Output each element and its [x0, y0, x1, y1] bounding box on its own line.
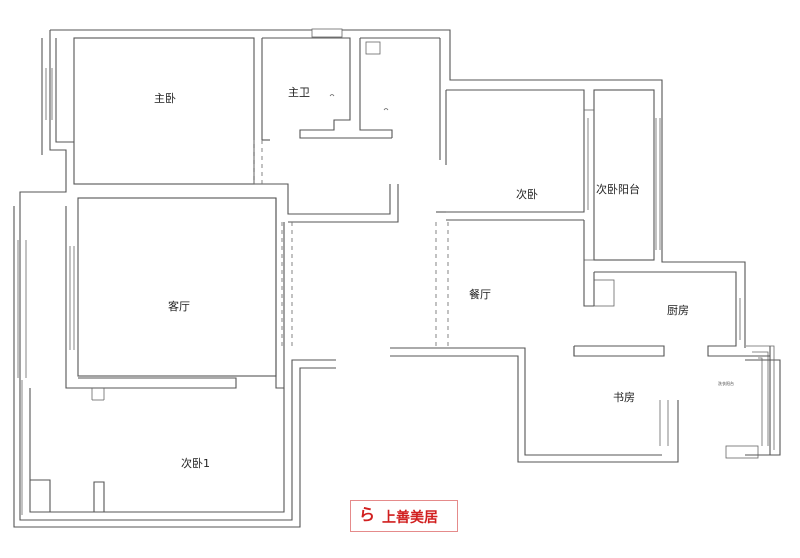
second-bedroom-walls — [436, 89, 655, 307]
logo-border — [350, 500, 458, 532]
label-second-bedroom-balcony: 次卧阳台 — [596, 183, 640, 196]
second-bedroom-1-walls — [21, 380, 285, 515]
label-study: 书房 — [613, 391, 635, 404]
label-second-bedroom-1: 次卧1 — [181, 457, 210, 470]
brand-logo: ら 上善美居 — [350, 500, 460, 534]
label-second-bedroom: 次卧 — [516, 188, 538, 201]
study-walls — [573, 346, 669, 446]
logo-mark-icon: ら — [358, 505, 375, 524]
label-master-bedroom: 主卧 — [154, 92, 176, 105]
living-room-walls — [65, 197, 285, 401]
outer-walls — [13, 29, 781, 528]
bath-fixtures — [329, 94, 389, 111]
label-laundry-balcony: 洗衣阳台 — [718, 381, 734, 386]
master-bedroom-walls — [73, 37, 288, 185]
logo-text: 上善美居 — [382, 510, 438, 526]
windows — [17, 68, 741, 378]
master-bath-walls — [262, 28, 441, 223]
openings — [253, 140, 449, 348]
label-living-room: 客厅 — [168, 300, 190, 313]
label-dining-room: 餐厅 — [469, 288, 491, 301]
laundry-balcony-walls — [725, 345, 775, 459]
label-kitchen: 厨房 — [667, 304, 689, 317]
label-master-bath: 主卫 — [288, 86, 310, 99]
